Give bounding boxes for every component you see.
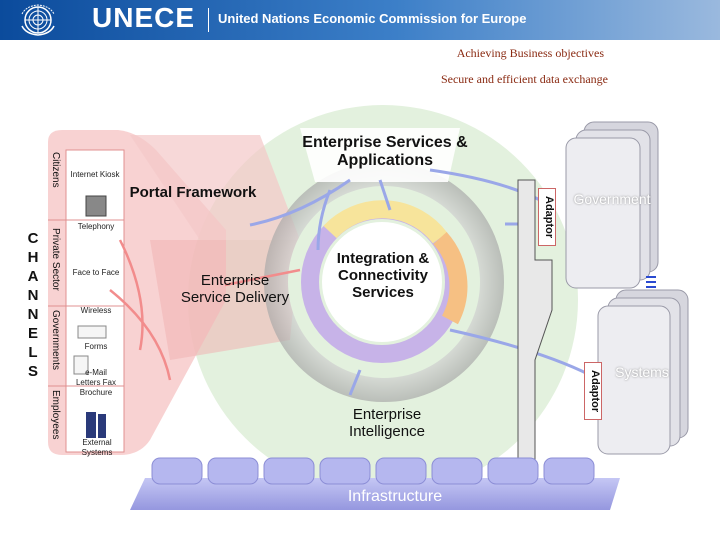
channels-letter: A xyxy=(27,268,39,285)
org-short-name: UNECE xyxy=(92,2,196,33)
enterprise-services-plate xyxy=(300,128,460,182)
channels-letter: S xyxy=(27,363,38,380)
server-icon xyxy=(86,412,96,438)
link-equals-icon xyxy=(646,276,656,288)
channel-internet-kiosk: Internet Kiosk xyxy=(70,170,120,179)
channel-column-inner xyxy=(65,149,125,453)
channel-wireless: Wireless xyxy=(80,306,112,315)
enterprise-intelligence-title: Enterprise Intelligence xyxy=(349,406,425,440)
government-box-stack xyxy=(565,121,659,289)
header-divider xyxy=(208,8,209,32)
channel-email-letters: e-Mail Letters Fax Brochure xyxy=(75,368,116,397)
group-private-sector: Private Sector xyxy=(50,228,61,291)
org-full-name: United Nations Economic Commission for E… xyxy=(218,11,527,26)
channel-forms: Forms xyxy=(84,342,108,351)
channel-external-systems: External Systems xyxy=(81,438,113,457)
kiosk-icon xyxy=(85,195,107,217)
integration-title: Integration & Connectivity Services xyxy=(336,250,430,301)
channels-letter: C xyxy=(27,230,39,247)
channels-letter: L xyxy=(28,344,38,361)
pink-arrows xyxy=(109,239,301,381)
adaptor-bottom: Adaptor xyxy=(584,362,602,420)
channel-face-to-face: Face to Face xyxy=(72,268,120,277)
infrastructure-blocks xyxy=(151,457,595,485)
un-emblem-icon xyxy=(21,4,55,36)
infrastructure-band xyxy=(130,478,620,510)
systems-box-stack xyxy=(597,289,689,455)
group-governments: Governments xyxy=(50,310,61,371)
channels-letter: N xyxy=(27,306,39,323)
group-citizens: Citizens xyxy=(50,152,61,188)
header-banner: UNECE United Nations Economic Commission… xyxy=(0,0,720,40)
portal-wedge xyxy=(130,135,300,240)
mail-icon xyxy=(73,355,89,375)
enterprise-services-title: Enterprise Services & Applications xyxy=(302,134,468,169)
infrastructure-title: Infrastructure xyxy=(347,488,443,505)
group-employees: Employees xyxy=(50,390,61,440)
adaptor-top: Adaptor xyxy=(538,188,556,246)
objective-line-2: Secure and efficient data exchange xyxy=(440,72,608,86)
channels-letter: N xyxy=(27,287,39,304)
service-delivery-title: Enterprise Service Delivery xyxy=(180,272,290,306)
government-label: Government xyxy=(573,191,651,207)
channel-telephony: Telephony xyxy=(77,222,115,231)
objective-line-1: Achieving Business objectives xyxy=(456,46,604,60)
portal-framework-title: Portal Framework xyxy=(129,184,257,201)
channels-letter: H xyxy=(27,249,39,266)
channels-letter: E xyxy=(27,325,38,342)
forms-icon xyxy=(77,325,107,339)
systems-label: Systems xyxy=(615,364,669,380)
service-delivery-wedge xyxy=(150,240,300,360)
